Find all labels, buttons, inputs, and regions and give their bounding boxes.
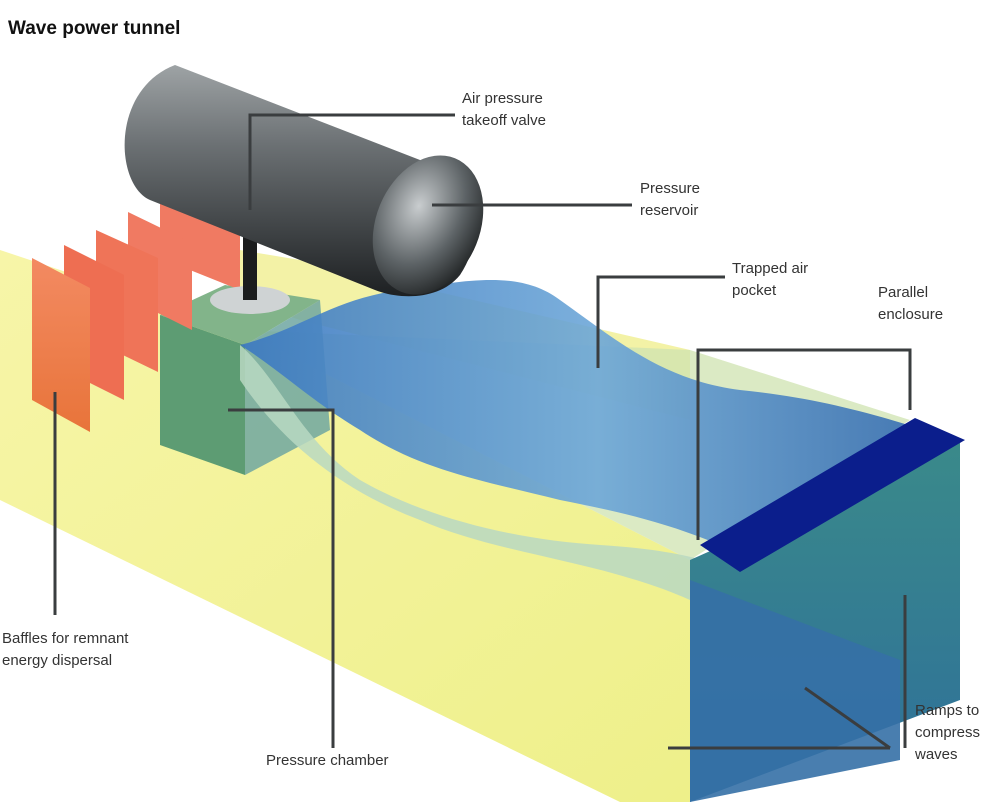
leader-ramps-b <box>804 686 891 750</box>
label-chamber: Pressure chamber <box>266 752 389 769</box>
leader-chamber <box>228 408 335 748</box>
wave-surface <box>240 280 955 545</box>
baffle-1 <box>32 258 90 432</box>
leader-air-pocket <box>596 275 725 368</box>
leader-lines <box>53 113 912 750</box>
diagram-title: Wave power tunnel <box>8 18 181 39</box>
leader-enclosure-a <box>696 348 912 540</box>
pressure-reservoir-cap <box>372 155 484 295</box>
pressure-chamber-front <box>160 315 245 475</box>
parallel-enclosure-strip <box>700 418 965 572</box>
leader-air-valves <box>248 113 455 210</box>
baffle-5 <box>160 195 240 290</box>
wave-underside <box>240 345 720 600</box>
